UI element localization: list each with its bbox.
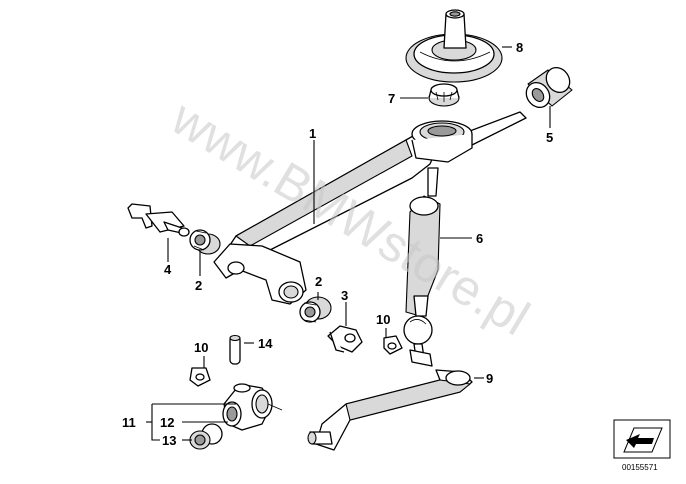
callout-3: 3 [341,288,348,303]
part-9-selector-arm [307,349,473,451]
callout-7: 7 [388,91,395,106]
part-2-bushing-right [299,296,332,323]
callout-13: 13 [162,433,176,448]
leader-lines [146,46,551,441]
part-10-clip-right [383,335,403,355]
document-reference-box: 00155571 [613,419,671,472]
callout-14: 14 [258,336,273,351]
callout-5: 5 [546,130,553,145]
callout-2b: 2 [315,274,322,289]
callout-10a: 10 [376,312,390,327]
part-14-pin [229,334,241,365]
part-3-clip [327,325,363,353]
part-1-shift-bracket [213,111,527,305]
callout-4: 4 [164,262,172,277]
callout-labels: 1 2 2 3 4 5 6 7 8 9 10 10 11 12 13 14 [122,40,553,448]
callout-11: 11 [122,415,136,430]
arrow-pointer-icon [626,434,654,448]
part-4-bracket-pin [127,203,190,237]
part-7-bearing [428,83,460,107]
callout-8: 8 [516,40,523,55]
part-6-shift-rod [403,167,441,359]
part-8-shift-boot [405,9,503,83]
part-5-bushing [525,66,573,109]
callout-12: 12 [160,415,174,430]
callout-2a: 2 [195,278,202,293]
callout-1: 1 [309,126,316,141]
part-13-ring [189,423,223,450]
callout-6: 6 [476,231,483,246]
callout-10b: 10 [194,340,208,355]
callout-9: 9 [486,371,493,386]
document-number: 00155571 [622,463,658,472]
part-10-clip-left [189,367,211,387]
part-2-bushing-left [189,229,221,255]
part-12-joint [222,383,283,431]
